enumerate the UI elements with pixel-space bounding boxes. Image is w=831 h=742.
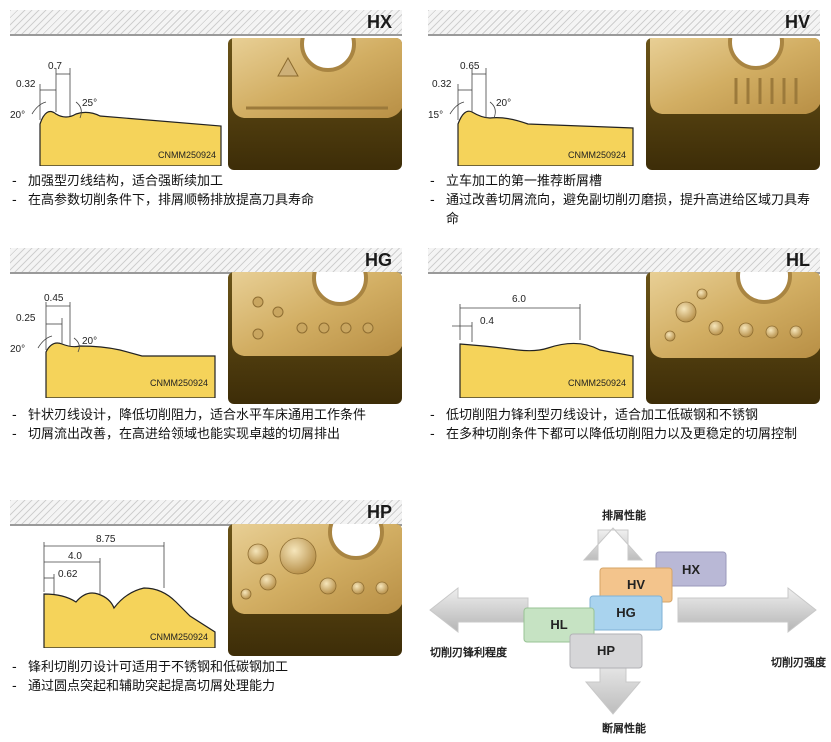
angle-right: 20° bbox=[496, 98, 511, 109]
dim-outer: 8.75 bbox=[96, 534, 116, 545]
panel-hp: HP 8.75 4.0 0.62 CNMM250924 锋利切削刃设计可适用于不… bbox=[10, 500, 402, 710]
angle-left: 20° bbox=[10, 344, 25, 355]
box-label: HP bbox=[597, 643, 615, 658]
dim-inner: 0.32 bbox=[16, 79, 36, 90]
box-label: HX bbox=[682, 562, 700, 577]
axis-label-left: 切削刃锋利程度 bbox=[430, 645, 508, 659]
dim-outer: 0.65 bbox=[460, 61, 480, 72]
feature-item: 通过改善切屑流向，避免副切削刃磨损，提升高进给区域刀具寿命 bbox=[428, 191, 820, 229]
chipbreaker-profile-diagram: 8.75 4.0 0.62 CNMM250924 bbox=[43, 534, 216, 648]
breaker-code: HX bbox=[366, 12, 392, 32]
feature-item: 切屑流出改善，在高进给领域也能实现卓越的切屑排出 bbox=[10, 425, 402, 444]
box-hp: HP bbox=[569, 633, 643, 669]
box-label: HL bbox=[550, 617, 567, 632]
breaker-code: HG bbox=[365, 250, 392, 270]
box-hg: HG bbox=[589, 595, 663, 631]
breaker-code: HP bbox=[366, 502, 392, 522]
chipbreaker-profile-diagram: 0.45 0.25 20° 20° CNMM250924 bbox=[10, 293, 216, 398]
performance-positioning-diagram: HX HV HG HL HP 排屑性能 断屑性能 切削刃锋利程度 切削刃强度 bbox=[429, 508, 827, 735]
insert-photo bbox=[646, 38, 820, 170]
feature-list: 加强型刃线结构，适合强断续加工 在高参数切削条件下，排屑顺畅排放提高刀具寿命 bbox=[10, 172, 402, 210]
breaker-code: HV bbox=[784, 12, 810, 32]
insert-model: CNMM250924 bbox=[568, 378, 626, 388]
feature-list: 锋利切削刃设计可适用于不锈钢和低碳钢加工 通过圆点突起和辅助突起提高切屑处理能力 bbox=[10, 658, 402, 696]
insert-model: CNMM250924 bbox=[150, 378, 208, 388]
dim-inner: 0.62 bbox=[58, 569, 78, 580]
feature-list: 立车加工的第一推荐断屑槽 通过改善切屑流向，避免副切削刃磨损，提升高进给区域刀具… bbox=[428, 172, 820, 229]
feature-item: 通过圆点突起和辅助突起提高切屑处理能力 bbox=[10, 677, 402, 696]
dim-inner: 0.25 bbox=[16, 313, 36, 324]
feature-item: 针状刃线设计，降低切削阻力，适合水平车床通用工作条件 bbox=[10, 406, 402, 425]
arrow-left-icon bbox=[429, 586, 529, 634]
insert-model: CNMM250924 bbox=[568, 150, 626, 160]
insert-photo bbox=[228, 524, 402, 656]
chipbreaker-profile-diagram: 0.65 0.32 15° 20° CNMM250924 bbox=[428, 61, 634, 166]
box-hx: HX bbox=[655, 551, 727, 587]
feature-item: 在多种切削条件下都可以降低切削阻力以及更稳定的切屑控制 bbox=[428, 425, 820, 444]
chipbreaker-profile-diagram: 0.7 0.32 20° 25° CNMM250924 bbox=[10, 61, 222, 166]
angle-left: 20° bbox=[10, 110, 25, 121]
panel-header: HX bbox=[10, 10, 402, 36]
dim-outer: 0.45 bbox=[44, 293, 64, 304]
angle-right: 20° bbox=[82, 336, 97, 347]
panel-header: HP bbox=[10, 500, 402, 526]
panel-hl: HL 6.0 0.4 CNMM250924 低切削阻力锋利型刃线设计，适合加工低… bbox=[428, 248, 820, 448]
arrow-up-icon bbox=[582, 527, 644, 561]
axis-label-bottom: 断屑性能 bbox=[602, 721, 646, 735]
panel-hv: HV 0.65 0.32 15° 20° CNMM250924 立车加工的第一推… bbox=[428, 10, 820, 230]
insert-photo bbox=[228, 272, 402, 404]
feature-item: 在高参数切削条件下，排屑顺畅排放提高刀具寿命 bbox=[10, 191, 402, 210]
dim-outer: 0.7 bbox=[48, 61, 62, 72]
feature-item: 低切削阻力锋利型刃线设计，适合加工低碳钢和不锈钢 bbox=[428, 406, 820, 425]
insert-model: CNMM250924 bbox=[150, 632, 208, 642]
dim-mid: 4.0 bbox=[68, 551, 82, 562]
axis-label-top: 排屑性能 bbox=[602, 508, 646, 522]
box-label: HV bbox=[627, 577, 645, 592]
box-label: HG bbox=[616, 605, 636, 620]
panel-header: HL bbox=[428, 248, 820, 274]
feature-list: 低切削阻力锋利型刃线设计，适合加工低碳钢和不锈钢 在多种切削条件下都可以降低切削… bbox=[428, 406, 820, 444]
angle-left: 15° bbox=[428, 110, 443, 121]
feature-item: 立车加工的第一推荐断屑槽 bbox=[428, 172, 820, 191]
axis-label-right: 切削刃强度 bbox=[771, 655, 827, 669]
panel-hg: HG 0.45 0.25 20° 20° CNMM250924 针状刃线设计，降… bbox=[10, 248, 402, 448]
arrow-right-icon bbox=[677, 586, 817, 634]
chipbreaker-profile-diagram: 6.0 0.4 CNMM250924 bbox=[452, 294, 634, 398]
breaker-code: HL bbox=[786, 250, 810, 270]
insert-photo bbox=[228, 38, 402, 170]
panel-header: HG bbox=[10, 248, 402, 274]
dim-inner: 0.32 bbox=[432, 79, 452, 90]
angle-right: 25° bbox=[82, 98, 97, 109]
dim-inner: 0.4 bbox=[480, 316, 494, 327]
insert-photo bbox=[646, 272, 820, 404]
feature-list: 针状刃线设计，降低切削阻力，适合水平车床通用工作条件 切屑流出改善，在高进给领域… bbox=[10, 406, 402, 444]
box-hv: HV bbox=[599, 567, 673, 603]
insert-model: CNMM250924 bbox=[158, 150, 216, 160]
feature-item: 加强型刃线结构，适合强断续加工 bbox=[10, 172, 402, 191]
panel-hx: HX 0.7 0.32 20° 25° CNMM250924 加强型刃线结构，适… bbox=[10, 10, 402, 210]
panel-header: HV bbox=[428, 10, 820, 36]
dim-outer: 6.0 bbox=[512, 294, 526, 305]
feature-item: 锋利切削刃设计可适用于不锈钢和低碳钢加工 bbox=[10, 658, 402, 677]
